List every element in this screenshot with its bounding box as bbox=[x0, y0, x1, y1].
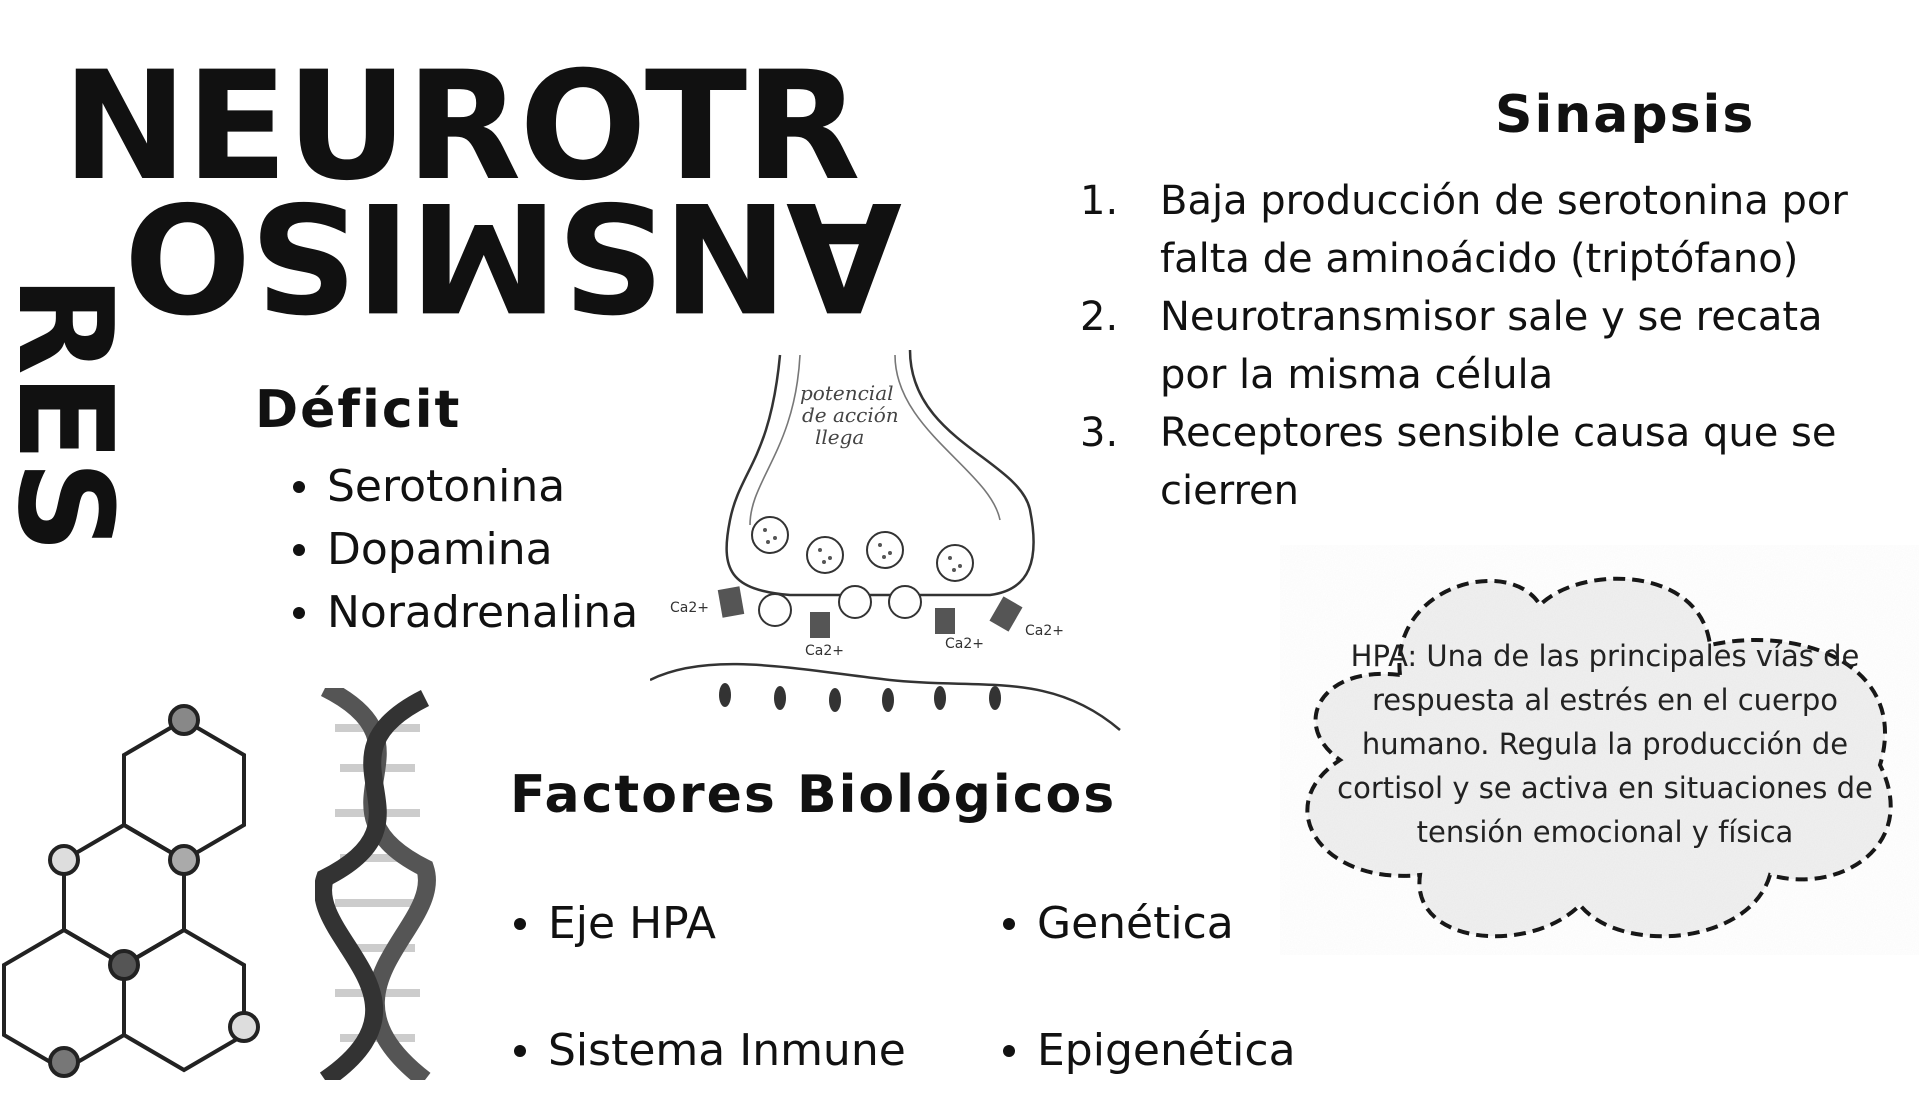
factor-item: Sistema Inmune bbox=[508, 987, 906, 1114]
title-line-3-text: RES bbox=[0, 275, 141, 552]
diagram-label: potencial de acción llega bbox=[800, 381, 905, 449]
calcium-label: Ca2+ bbox=[805, 643, 844, 659]
calcium-label: Ca2+ bbox=[1025, 623, 1064, 639]
factores-col2: Genética Epigenética bbox=[997, 860, 1296, 1114]
deficit-heading: Déficit bbox=[255, 380, 462, 440]
sinapsis-item: 3. Receptores sensible causa que se cier… bbox=[1080, 404, 1880, 520]
deficit-list: Serotonina Dopamina Noradrenalina bbox=[287, 455, 638, 644]
deficit-item: Noradrenalina bbox=[287, 581, 638, 644]
sinapsis-item-text: Receptores sensible causa que se cierren bbox=[1160, 410, 1837, 514]
title-line-1: NEUROTR bbox=[62, 52, 861, 202]
dna-icon bbox=[315, 688, 436, 1080]
sinapsis-item: 1. Baja producción de serotonina por fal… bbox=[1080, 172, 1880, 288]
calcium-label: Ca2+ bbox=[945, 636, 984, 652]
calcium-label: Ca2+ bbox=[670, 600, 709, 616]
sinapsis-item-number: 3. bbox=[1080, 410, 1119, 456]
cloud-shape bbox=[1305, 576, 1893, 939]
deficit-item: Dopamina bbox=[287, 518, 638, 581]
sinapsis-item-text: Neurotransmisor sale y se recata por la … bbox=[1160, 294, 1823, 398]
sinapsis-heading: Sinapsis bbox=[1495, 85, 1756, 145]
sinapsis-item-number: 1. bbox=[1080, 178, 1119, 224]
sinapsis-item: 2. Neurotransmisor sale y se recata por … bbox=[1080, 288, 1880, 404]
sinapsis-item-text: Baja producción de serotonina por falta … bbox=[1160, 178, 1848, 282]
factores-heading: Factores Biológicos bbox=[510, 765, 1117, 825]
title-line-2: ANSMISO bbox=[126, 168, 902, 342]
title-line-3: RES bbox=[0, 275, 141, 715]
factor-item: Eje HPA bbox=[508, 860, 906, 987]
sinapsis-item-number: 2. bbox=[1080, 294, 1119, 340]
molecule-icon bbox=[2, 704, 260, 1078]
title-line-1-text: NEUROTR bbox=[62, 40, 861, 214]
cloud-text: HPA: Una de las principales vías de resp… bbox=[1337, 639, 1873, 849]
sinapsis-list: 1. Baja producción de serotonina por fal… bbox=[1080, 172, 1880, 520]
factor-item: Genética bbox=[997, 860, 1296, 987]
title-line-2-text: ANSMISO bbox=[125, 168, 902, 342]
synapse-diagram: potencial de acción llega Ca2+ Ca2+ Ca2+… bbox=[650, 350, 1121, 731]
deficit-item: Serotonina bbox=[287, 455, 638, 518]
factores-col1: Eje HPA Sistema Inmune bbox=[508, 860, 906, 1114]
factor-item: Epigenética bbox=[997, 987, 1296, 1114]
